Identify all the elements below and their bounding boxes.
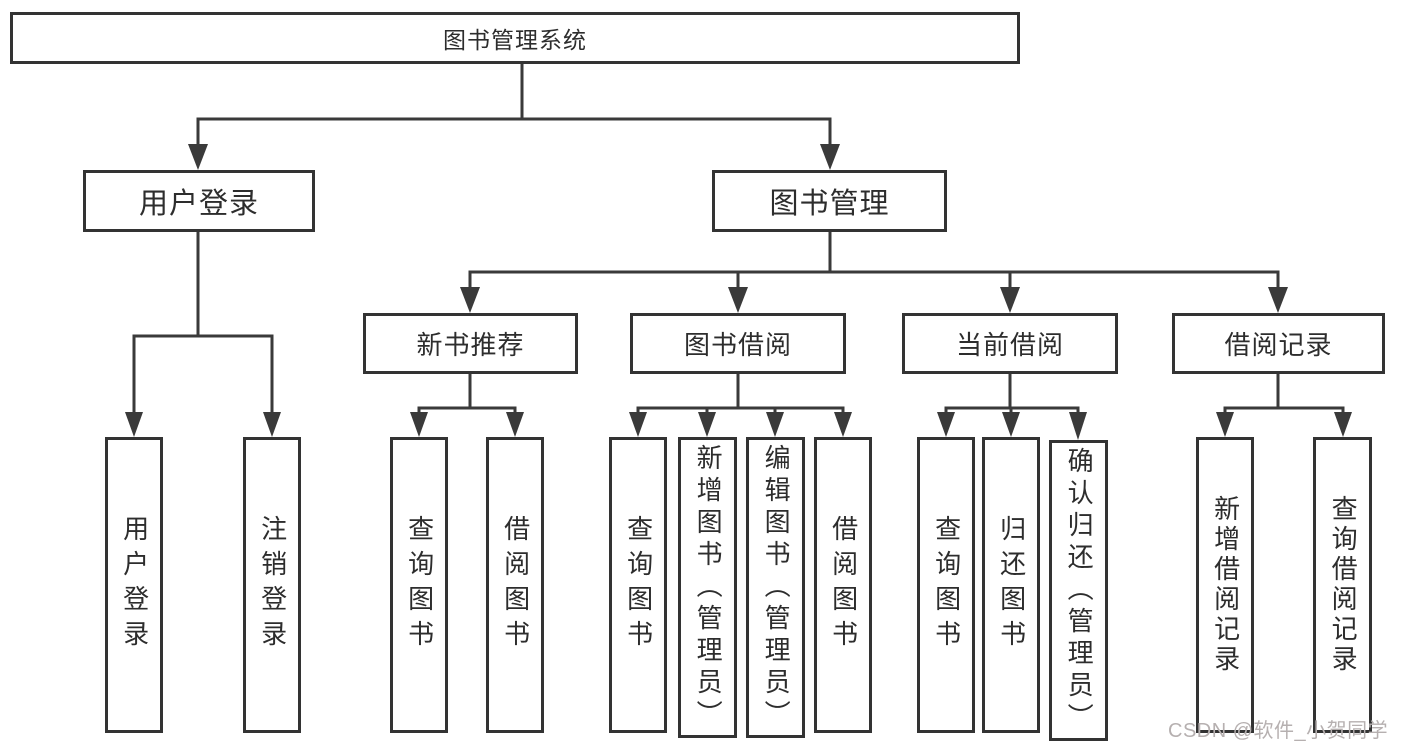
arrowhead [820, 144, 840, 170]
leaf-label: 查询图书 [404, 515, 435, 655]
node-new-book-recommendation: 新书推荐 [363, 313, 578, 374]
leaf-add-books-admin: 新增图书（管理员） [678, 437, 737, 738]
arrowhead [629, 412, 647, 437]
leaf-label: 新增图书（管理员） [693, 443, 724, 732]
arrowhead [188, 144, 208, 170]
arrowhead [263, 412, 281, 437]
leaf-logout: 注销登录 [243, 437, 301, 733]
arrowhead [1216, 412, 1234, 437]
leaf-label: 注销登录 [257, 515, 288, 655]
leaf-borrow-books: 借阅图书 [814, 437, 872, 733]
watermark: CSDN @软件_小贺同学 [1168, 720, 1389, 742]
arrowhead [766, 412, 784, 437]
node-book-management-branch: 图书管理 [712, 170, 947, 232]
leaf-label: 借阅图书 [828, 515, 859, 655]
leaf-label: 新增借阅记录 [1210, 495, 1241, 675]
arrowhead [460, 287, 480, 313]
leaf-query-books: 查询图书 [917, 437, 975, 733]
node-book-borrowing: 图书借阅 [630, 313, 846, 374]
leaf-label: 查询图书 [931, 515, 962, 655]
node-library-system: 图书管理系统 [10, 12, 1020, 64]
leaf-label: 查询图书 [623, 515, 654, 655]
arrowhead [834, 412, 852, 437]
leaf-query-books: 查询图书 [390, 437, 448, 733]
leaf-edit-books-admin: 编辑图书（管理员） [746, 437, 805, 738]
leaf-confirm-return-admin: 确认归还（管理员） [1049, 440, 1108, 741]
arrowhead [410, 412, 428, 437]
leaf-add-borrow-record: 新增借阅记录 [1196, 437, 1254, 733]
leaf-user-login: 用户登录 [105, 437, 163, 733]
leaf-query-books: 查询图书 [609, 437, 667, 733]
node-user-login-branch: 用户登录 [83, 170, 315, 232]
leaf-query-borrow-record: 查询借阅记录 [1313, 437, 1372, 733]
leaf-borrow-books: 借阅图书 [486, 437, 544, 733]
arrowhead [728, 287, 748, 313]
arrowhead [125, 412, 143, 437]
leaf-label: 编辑图书（管理员） [761, 443, 792, 732]
leaf-label: 借阅图书 [500, 515, 531, 655]
arrowhead [698, 412, 716, 437]
leaf-label: 确认归还（管理员） [1064, 446, 1095, 735]
arrowhead [1002, 412, 1020, 437]
arrowhead [1000, 287, 1020, 313]
leaf-label: 用户登录 [119, 515, 150, 655]
leaf-label: 归还图书 [996, 515, 1027, 655]
arrowhead [1069, 412, 1087, 440]
leaf-return-books: 归还图书 [982, 437, 1040, 733]
arrowhead [1334, 412, 1352, 437]
arrowhead [506, 412, 524, 437]
arrowhead [1268, 287, 1288, 313]
node-borrowing-records: 借阅记录 [1172, 313, 1385, 374]
leaf-label: 查询借阅记录 [1328, 495, 1359, 675]
node-current-borrowing: 当前借阅 [902, 313, 1118, 374]
arrowhead [937, 412, 955, 437]
